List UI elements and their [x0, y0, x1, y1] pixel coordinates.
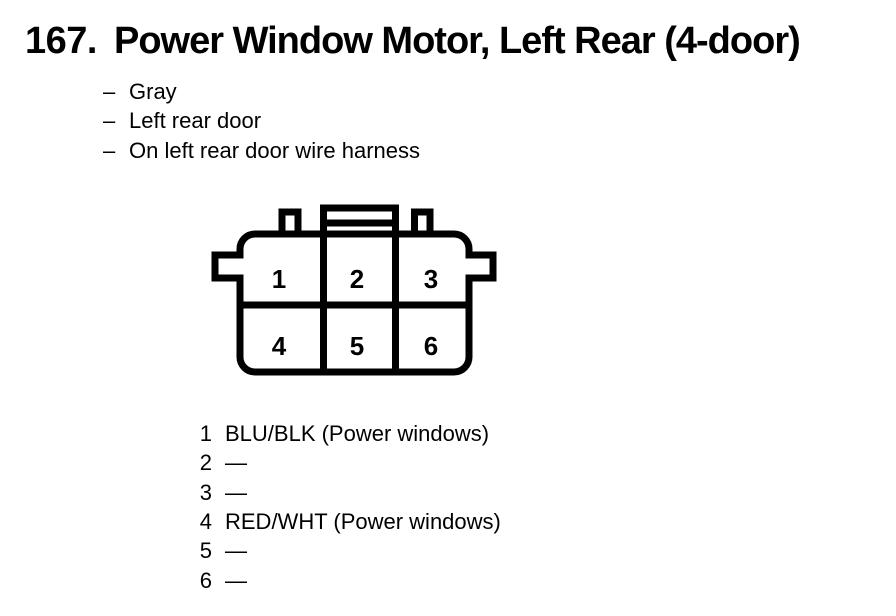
detail-text: Gray	[129, 79, 177, 104]
cavity-label-1: 1	[272, 264, 286, 294]
detail-item: –On left rear door wire harness	[103, 136, 420, 165]
cavity-label-5: 5	[350, 331, 364, 361]
detail-text: Left rear door	[129, 108, 262, 134]
pin-row: 4 RED/WHT (Power windows)	[190, 507, 501, 536]
pin-number: 6	[199, 567, 212, 593]
connector-diagram: 1 2 3 4 5 6	[211, 204, 497, 376]
item-number: 167.	[25, 20, 97, 62]
pin-wire: —	[225, 479, 247, 505]
detail-item: –Left rear door	[103, 106, 420, 135]
pin-row: 2 —	[190, 448, 501, 477]
pin-wire: BLU/BLK (Power windows)	[225, 421, 490, 446]
cavity-label-3: 3	[424, 264, 438, 294]
cavity-label-4: 4	[272, 331, 287, 361]
pin-number: 4	[199, 509, 212, 535]
detail-text: On left rear door wire harness	[129, 137, 421, 163]
dash-bullet: –	[103, 137, 116, 163]
details-list: –Gray –Left rear door –On left rear door…	[103, 77, 420, 165]
pin-number: 3	[199, 479, 212, 505]
top-tab-right	[411, 208, 434, 238]
pin-wire: —	[225, 450, 247, 476]
dash-bullet: –	[103, 108, 116, 134]
top-tab-left	[278, 208, 302, 238]
pin-row: 5 —	[190, 536, 501, 565]
pin-row: 1 BLU/BLK (Power windows)	[190, 419, 501, 448]
pin-wire: —	[225, 538, 247, 564]
page-title: Power Window Motor, Left Rear (4-door)	[114, 20, 801, 62]
pin-wire: RED/WHT (Power windows)	[225, 509, 501, 535]
pin-number: 1	[199, 421, 212, 446]
dash-bullet: –	[103, 79, 116, 104]
detail-item: –Gray	[103, 77, 420, 106]
pin-number: 5	[199, 538, 212, 564]
pin-wire: —	[225, 567, 247, 593]
cavity-label-2: 2	[350, 264, 364, 294]
pin-number: 2	[199, 450, 212, 476]
cavity-label-6: 6	[424, 331, 438, 361]
pin-row: 3 —	[190, 478, 501, 507]
pin-row: 6 —	[190, 566, 501, 595]
pin-list: 1 BLU/BLK (Power windows) 2 — 3 — 4 RED/…	[190, 419, 501, 595]
